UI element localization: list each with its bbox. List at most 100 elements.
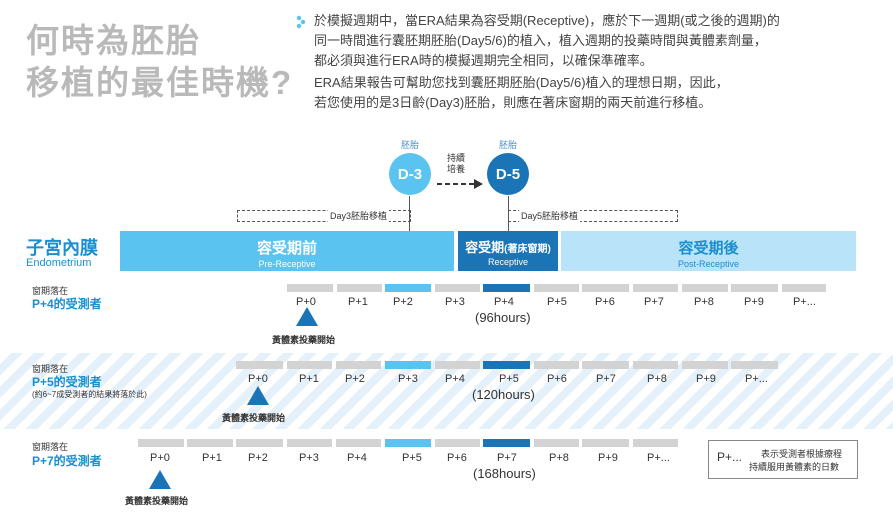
day5-transfer-box xyxy=(508,210,678,222)
row3-segment xyxy=(435,439,480,447)
phase-post-receptive: 容受期後 Post-Receptive xyxy=(561,231,856,271)
row1-hours: (96hours) xyxy=(475,310,531,325)
legend-key: P+... xyxy=(717,450,743,464)
row1-day: P+7 xyxy=(644,296,664,308)
row2-segment xyxy=(731,361,778,369)
row2-day: P+5 xyxy=(499,373,519,385)
embryo-d3-circle: D-3 xyxy=(389,153,431,195)
row1-start-label: 黃體素投藥開始 xyxy=(272,335,336,345)
row3-segment xyxy=(187,439,233,447)
row1-segment xyxy=(582,284,629,292)
row3-day: P+9 xyxy=(598,452,618,464)
row2-segment xyxy=(682,361,728,369)
row2-start-label: 黃體素投藥開始 xyxy=(222,413,286,423)
page-title-line2: 移植的最佳時機? xyxy=(26,64,294,101)
row2-day: P+7 xyxy=(596,373,616,385)
row3-segment xyxy=(236,439,283,447)
row1-segment xyxy=(337,284,382,292)
row3-segment xyxy=(336,439,381,447)
row1-segment xyxy=(782,284,826,292)
row3-segment xyxy=(483,439,530,447)
row3-day: P+4 xyxy=(347,452,367,464)
day3-guide-line xyxy=(409,196,410,232)
phase-receptive-main: 容受期 xyxy=(465,240,505,255)
intro-line: 都必須與進行ERA時的模擬週期完全相同，以確保準確率。 xyxy=(314,53,653,68)
row3-label-top: 窗期落在 xyxy=(32,442,69,452)
row2-segment xyxy=(385,361,431,369)
row3-segment xyxy=(138,439,184,447)
culture-line1: 持續 xyxy=(446,153,465,163)
row2-label-note: (約6~7成受測者的結果將落於此) xyxy=(32,390,147,399)
dashed-arrow-icon xyxy=(437,179,483,189)
row3-segment xyxy=(287,439,332,447)
row3-day: P+7 xyxy=(497,452,517,464)
row1-day: P+0 xyxy=(296,296,316,308)
intro-line: 於模擬週期中，當ERA結果為容受期(Receptive)，應於下一週期(或之後的… xyxy=(314,13,780,28)
row1-day: P+5 xyxy=(547,296,567,308)
day3-transfer-label: Day3胚胎移植 xyxy=(328,209,390,222)
day3-transfer-box xyxy=(237,210,411,222)
row3-segment xyxy=(633,439,678,447)
phase-receptive-window: (著床窗期) xyxy=(504,244,551,255)
row2-day: P+0 xyxy=(248,373,268,385)
culture-line2: 培養 xyxy=(446,164,465,174)
row1-segment xyxy=(385,284,431,292)
legend-line1: 表示受測者根據療程 xyxy=(761,449,843,459)
embryo-d3-text: D-3 xyxy=(397,165,423,183)
row1-day: P+2 xyxy=(393,296,413,308)
row1-segment xyxy=(633,284,678,292)
legend-box: P+... 表示受測者根據療程 持續服用黃體素的日數 xyxy=(708,440,858,479)
row3-day: P+0 xyxy=(150,452,170,464)
row1-day: P+6 xyxy=(595,296,615,308)
row3-segment xyxy=(385,439,431,447)
row1-day: P+3 xyxy=(445,296,465,308)
row2-segment xyxy=(236,361,283,369)
row2-segment xyxy=(582,361,629,369)
phase-receptive: 容受期(著床窗期) Receptive xyxy=(458,231,558,271)
row3-start-triangle-icon xyxy=(149,470,171,489)
row2-day: P+9 xyxy=(696,373,716,385)
intro-line: 若您使用的是3日齡(Day3)胚胎，則應在著床窗期的兩天前進行移植。 xyxy=(314,95,712,110)
phase-pre-main: 容受期前 xyxy=(256,240,317,257)
row2-day: P+1 xyxy=(299,373,319,385)
row1-segment xyxy=(682,284,728,292)
phase-post-sub: Post-Receptive xyxy=(677,259,740,269)
row3-day: P+5 xyxy=(402,452,422,464)
row1-segment xyxy=(731,284,778,292)
row1-label-main: P+4的受測者 xyxy=(32,297,102,311)
embryo-d5-circle: D-5 xyxy=(487,153,529,195)
phase-pre-sub: Pre-Receptive xyxy=(258,259,316,269)
row2-segment xyxy=(435,361,480,369)
row2-day: P+4 xyxy=(445,373,465,385)
row1-start-triangle-icon xyxy=(296,307,318,326)
row2-day: P+8 xyxy=(647,373,667,385)
intro-paragraph: 於模擬週期中，當ERA結果為容受期(Receptive)，應於下一週期(或之後的… xyxy=(296,12,856,112)
bullet-icon xyxy=(296,15,306,29)
legend-line2: 持續服用黃體素的日數 xyxy=(749,462,840,472)
row3-day: P+2 xyxy=(248,452,268,464)
phase-pre-receptive: 容受期前 Pre-Receptive xyxy=(120,231,454,271)
row2-start-triangle-icon xyxy=(247,386,269,405)
row3-day: P+1 xyxy=(202,452,222,464)
row2-day: P+2 xyxy=(345,373,365,385)
endometrium-label-zh: 子宮內膜 xyxy=(26,238,98,258)
row2-day: P+6 xyxy=(547,373,567,385)
row3-segment xyxy=(534,439,579,447)
row3-day: P+6 xyxy=(447,452,467,464)
row1-day: P+9 xyxy=(744,296,764,308)
endometrium-label-en: Endometrium xyxy=(26,257,92,269)
row2-day: P+3 xyxy=(398,373,418,385)
embryo-d3-label: 胚胎 xyxy=(400,140,419,150)
row2-hours: (120hours) xyxy=(472,387,535,402)
row1-day: P+... xyxy=(793,296,816,308)
intro-line: ERA結果報告可幫助您找到囊胚期胚胎(Day5/6)植入的理想日期，因此， xyxy=(314,75,729,90)
day5-transfer-label: Day5胚胎移植 xyxy=(519,209,581,222)
culture-label: 持續 培養 xyxy=(443,153,469,175)
row1-label-top: 窗期落在 xyxy=(32,286,69,296)
row1-segment xyxy=(483,284,530,292)
row3-day: P+8 xyxy=(549,452,569,464)
row1-segment xyxy=(435,284,480,292)
row2-label-top: 窗期落在 xyxy=(32,364,69,374)
row2-segment xyxy=(534,361,579,369)
row1-day: P+1 xyxy=(348,296,368,308)
